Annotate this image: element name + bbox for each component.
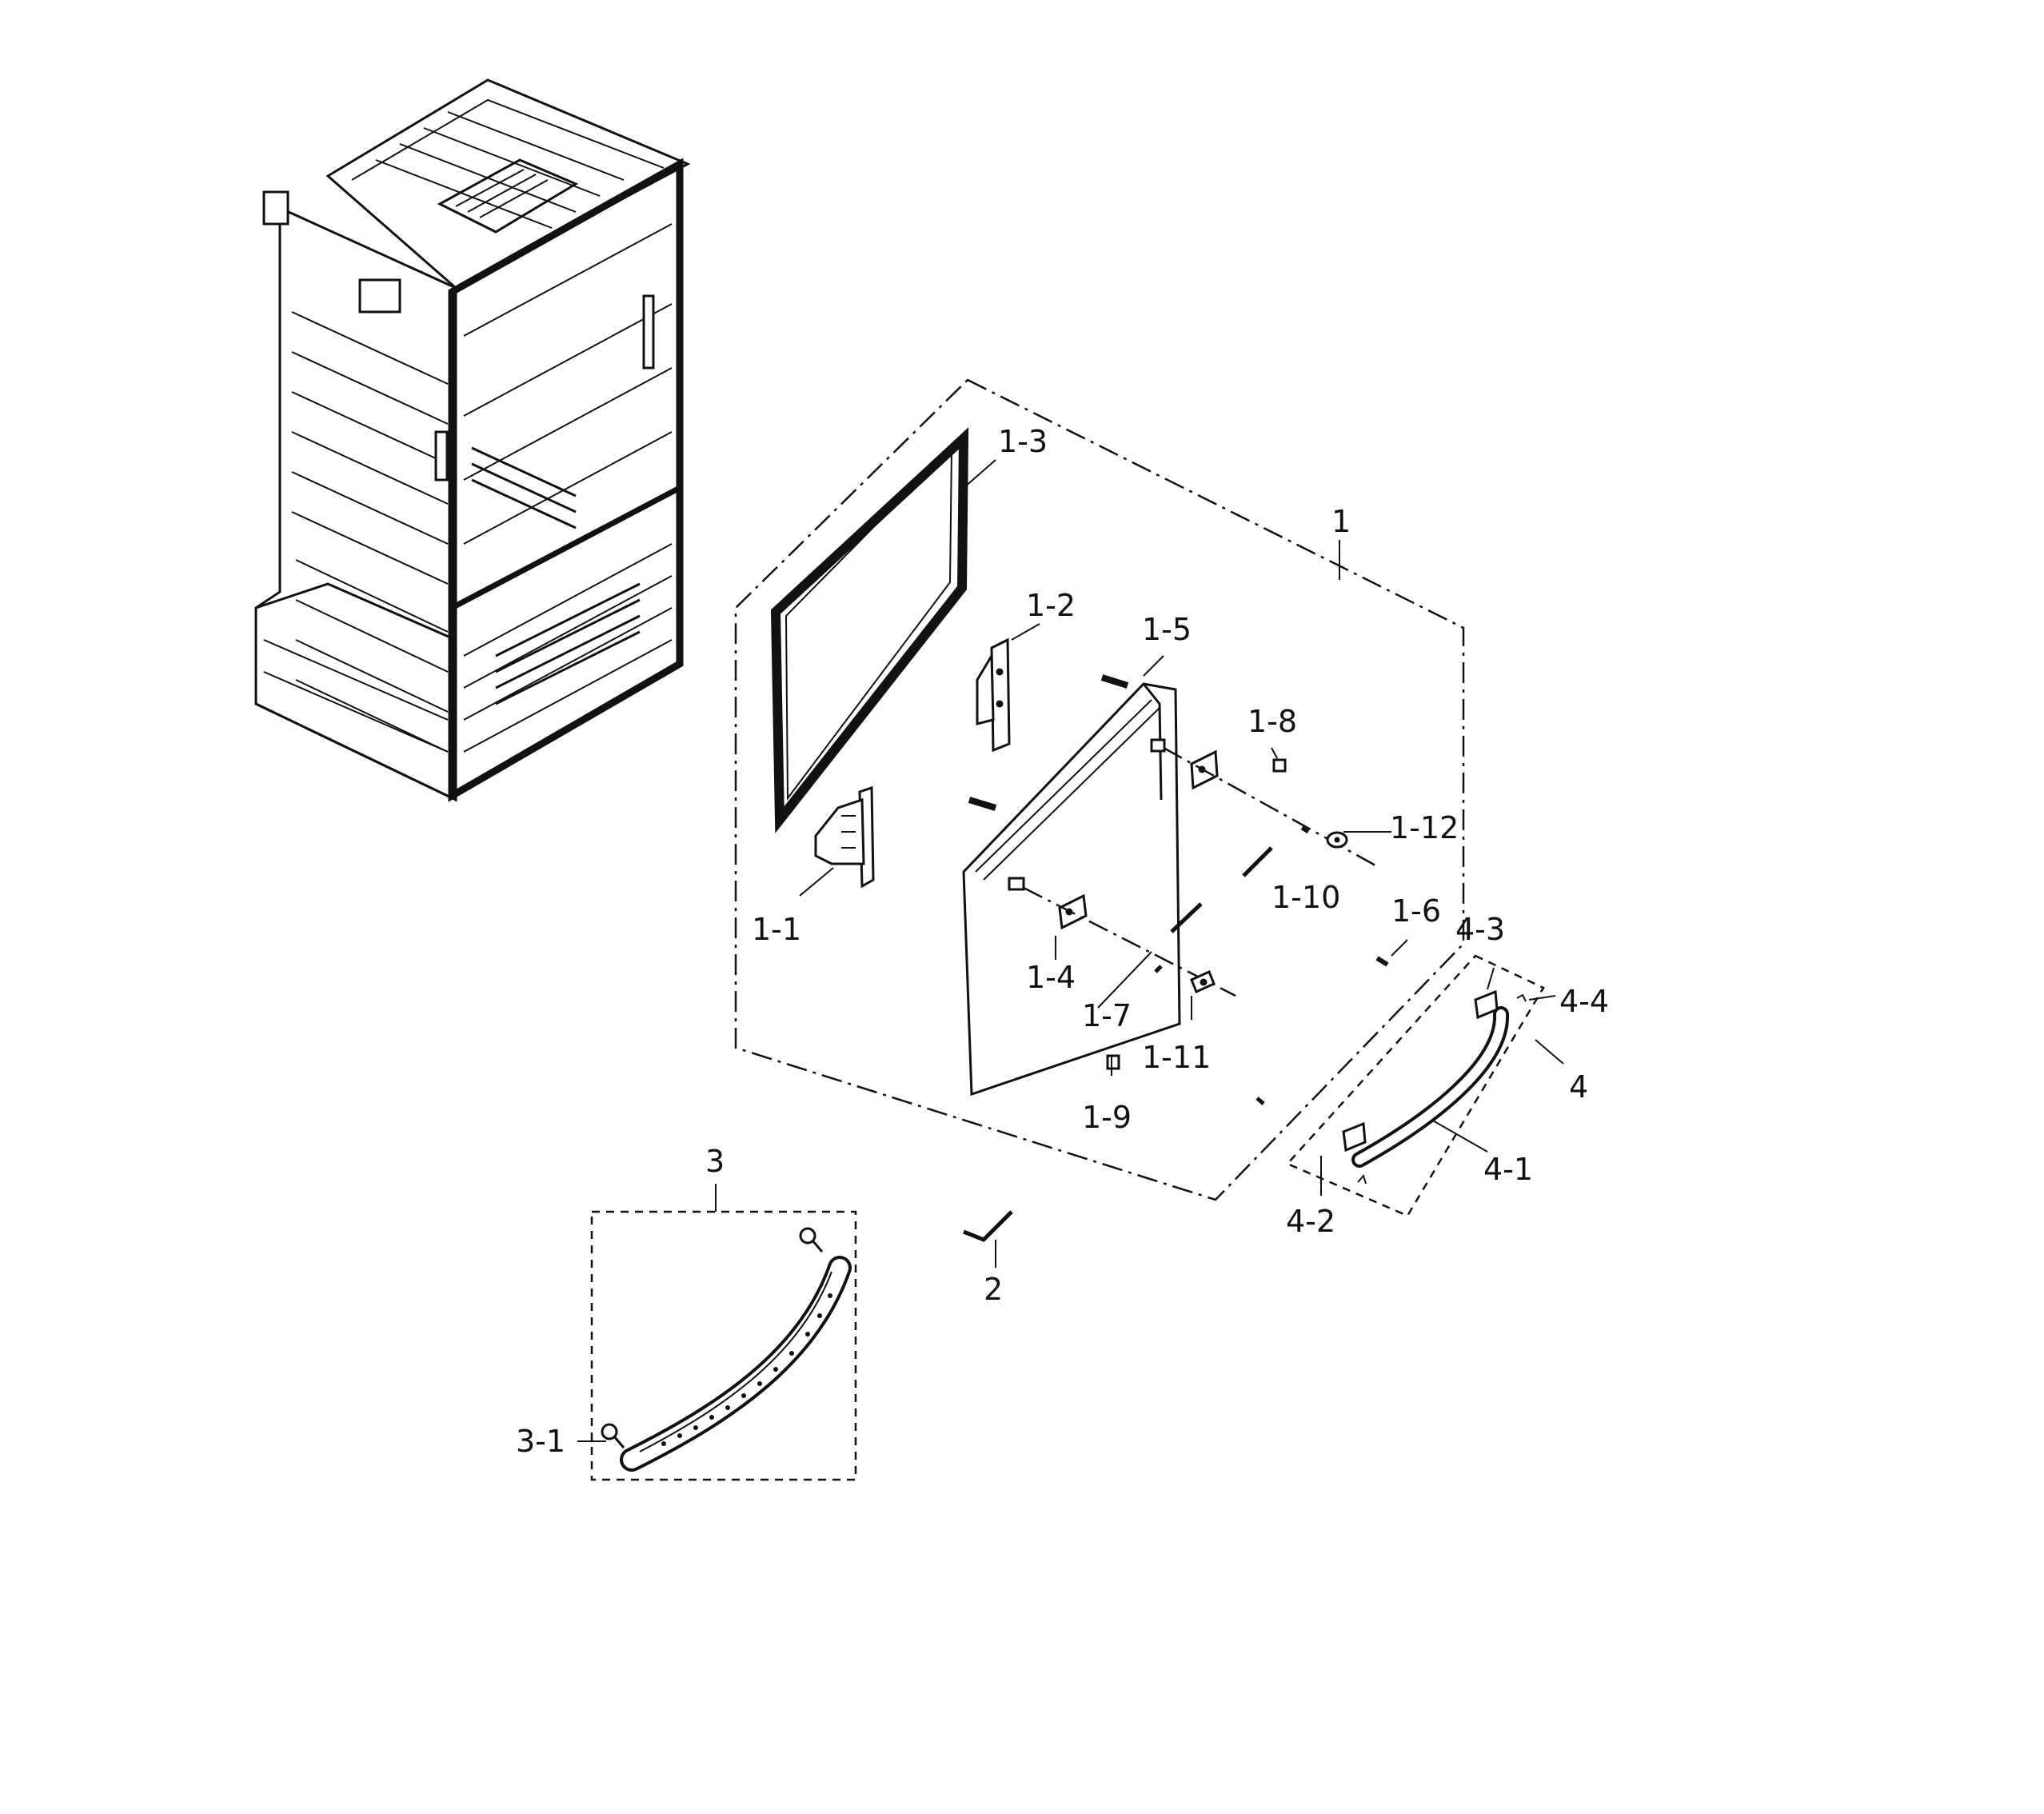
lower-hinge bbox=[814, 785, 875, 889]
label-3-1: 3-1 bbox=[516, 1424, 565, 1459]
label-1-1: 1-1 bbox=[752, 912, 801, 947]
label-1-4: 1-4 bbox=[1026, 960, 1076, 995]
label-1-9: 1-9 bbox=[1082, 1100, 1132, 1135]
label-3: 3 bbox=[705, 1144, 725, 1179]
label-1-5: 1-5 bbox=[1142, 612, 1192, 647]
screw-3-1 bbox=[601, 1423, 625, 1448]
cam-1-12 bbox=[1326, 831, 1348, 849]
handle-group-boundary bbox=[1285, 954, 1545, 1217]
rod-1-7 bbox=[1170, 902, 1203, 933]
label-1-8: 1-8 bbox=[1248, 704, 1297, 739]
label-2: 2 bbox=[984, 1272, 1003, 1307]
label-4-1: 4-1 bbox=[1483, 1152, 1533, 1187]
upper-hinge bbox=[976, 637, 1011, 753]
pin-left bbox=[968, 797, 997, 811]
door-panel bbox=[962, 682, 1181, 1097]
label-1-6: 1-6 bbox=[1391, 893, 1441, 929]
cam-1-11 bbox=[1190, 969, 1216, 994]
cap-1-9 bbox=[1106, 1054, 1120, 1070]
screw-small-a bbox=[1154, 965, 1163, 973]
rod-1-10 bbox=[1242, 846, 1273, 877]
screw-4-2-bottom bbox=[1357, 1173, 1367, 1185]
leader-lines bbox=[577, 459, 1564, 1442]
label-4-4: 4-4 bbox=[1559, 984, 1609, 1019]
screw-small-c bbox=[1300, 825, 1310, 834]
label-1-12: 1-12 bbox=[1390, 810, 1459, 845]
bracket-2 bbox=[963, 1210, 1013, 1242]
label-1: 1 bbox=[1331, 504, 1351, 539]
handle-cap-4-2 bbox=[1342, 1121, 1367, 1153]
label-1-3: 1-3 bbox=[998, 424, 1048, 459]
refrigerator-cabinet bbox=[254, 78, 691, 802]
label-1-10: 1-10 bbox=[1272, 880, 1340, 915]
screw-small-b bbox=[1256, 1097, 1265, 1105]
pin-1-5 bbox=[1100, 674, 1129, 689]
screw-4-4 bbox=[1516, 993, 1527, 1002]
screw-1-6 bbox=[1375, 956, 1389, 967]
handle-group-3-boundary bbox=[590, 1210, 857, 1481]
label-1-2: 1-2 bbox=[1026, 588, 1076, 623]
handle-3 bbox=[620, 1256, 852, 1472]
cap-1-8 bbox=[1272, 758, 1287, 773]
label-1-11: 1-11 bbox=[1142, 1040, 1211, 1075]
screw-3-top bbox=[799, 1227, 824, 1253]
label-4: 4 bbox=[1569, 1069, 1588, 1105]
handle-cap-4-3 bbox=[1474, 989, 1499, 1020]
door-gasket bbox=[770, 427, 969, 833]
label-1-7: 1-7 bbox=[1082, 998, 1132, 1033]
handle-4-1 bbox=[1351, 1006, 1510, 1168]
callout-labels: 1 1-1 1-2 1-3 1-4 1-5 1-6 1-7 1-8 1-9 1-… bbox=[516, 424, 1609, 1459]
door-assembly-boundary bbox=[734, 378, 1465, 1201]
label-4-3: 4-3 bbox=[1455, 912, 1505, 947]
label-4-2: 4-2 bbox=[1286, 1204, 1335, 1239]
